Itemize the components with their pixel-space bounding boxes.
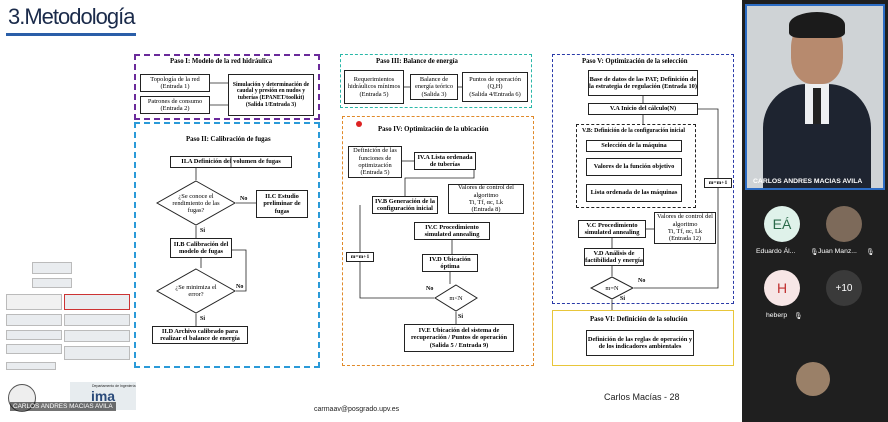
box-2b: II.B Calibración del modelo de fugas <box>170 238 232 258</box>
m-increment-5: m=m+1 <box>704 178 732 188</box>
label-no-1: No <box>240 196 248 202</box>
self-view-avatar[interactable] <box>796 362 830 396</box>
paso-5-title: Paso V: Optimización de la selección <box>582 58 688 65</box>
slide-page-label: Carlos Macías - 28 <box>604 392 680 402</box>
paso-3-title: Paso III: Balance de energía <box>376 58 458 65</box>
decision-error-text: ¿Se minimiza el error? <box>175 284 217 298</box>
thumbnail-caption: CARLOS ANDRES MACIAS AVILA <box>10 402 116 411</box>
speaker-name: CARLOS ANDRES MACIAS AVILA <box>753 178 863 185</box>
box-4b: IV.B Generación de la configuración inic… <box>372 196 438 214</box>
patrones-box: Patrones de consumo (Entrada 2) <box>140 96 210 114</box>
decision-rendimiento: ¿Se conoce el rendimiento de las fugas? <box>156 180 236 226</box>
decision-error: ¿Se minimiza el error? <box>156 268 236 314</box>
thumbnail-diagram <box>6 262 132 374</box>
participant-name-3: heberp <box>766 312 788 319</box>
box-4d: IV.D Ubicación óptima <box>422 254 478 272</box>
mic-muted-icon-3: 🎙 <box>794 313 803 320</box>
paso-6-title: Paso VI: Definición de la solución <box>590 316 688 323</box>
more-participants-button[interactable]: +10 <box>826 270 862 306</box>
box-2d: II.D Archivo calibrado para realizar el … <box>152 326 248 344</box>
mic-muted-icon-2: 🎙 <box>866 249 875 256</box>
participant-initials-1: EÁ <box>772 216 792 232</box>
label-no-2: No <box>236 284 244 290</box>
more-participants-count: +10 <box>835 282 853 294</box>
lista-maquinas-box: Lista ordenada de las máquinas <box>586 184 682 202</box>
label-no-5: No <box>638 278 646 284</box>
label-si-5: Si <box>620 296 626 302</box>
requerimientos-box: Requerimientos hidráulicos mínimos (Entr… <box>344 70 404 104</box>
seleccion-box: Selección de la máquina <box>586 140 682 152</box>
ctrl-5-box: Valores de control del algoritmo Ti, Tf,… <box>654 212 716 244</box>
funcion-box: Valores de la función objetivo <box>586 158 682 176</box>
active-speaker-video[interactable]: CARLOS ANDRES MACIAS AVILA <box>745 4 885 190</box>
box-4e: IV.E Ubicación del sistema de recuperaci… <box>404 324 514 352</box>
mic-muted-icon-1: 🎙 <box>810 249 819 256</box>
paso-6-panel <box>552 310 734 366</box>
participant-avatar-1[interactable]: EÁ <box>764 206 800 242</box>
dept-label: Departamento de Ingeniería <box>92 384 136 388</box>
label-si-4: Si <box>458 314 464 320</box>
topologia-box: Topología de la red (Entrada 1) <box>140 74 210 92</box>
paso-2-panel <box>134 122 320 368</box>
paso-1-title: Paso I: Modelo de la red hidráulica <box>170 58 273 65</box>
speaker-hair <box>789 12 845 38</box>
label-no-4: No <box>426 286 434 292</box>
def-reglas-box: Definición de las reglas de operación y … <box>586 330 694 356</box>
label-si-2: Si <box>200 316 206 322</box>
puntos-box: Puntos de operación (Q,H) (Salida 4/Entr… <box>462 72 528 102</box>
paso-4-panel <box>342 116 534 366</box>
paso-4-title: Paso IV: Optimización de la ubicación <box>378 126 489 133</box>
footer-email[interactable]: carmaav@posgrado.upv.es <box>314 406 400 413</box>
balance-box: Balance de energía teórico (Salida 3) <box>410 74 458 100</box>
ctrl-4-box: Valores de control del algoritmo Ti, Tf,… <box>448 184 524 214</box>
box-5b-title: V.B: Definición de la configuración inic… <box>582 128 685 134</box>
box-5d: V.D Análisis de factibilidad y energía <box>584 248 644 266</box>
box-5a: V.A Inicio del cálculo(N) <box>588 103 698 115</box>
presentation-slide: 3.Metodología Paso I: Modelo de la red h… <box>6 4 734 413</box>
laser-pointer-dot <box>356 121 362 127</box>
def-funciones-box: Definición de las funciones de optimizac… <box>348 146 402 178</box>
paso-3-panel <box>340 54 532 108</box>
box-4c: IV.C Procedimiento simulated annealing <box>414 222 490 240</box>
speaker-tie <box>813 88 821 124</box>
label-si-1: Si <box>200 228 206 234</box>
paso-2-title: Paso II: Calibración de fugas <box>186 136 271 143</box>
db-pat-box: Base de datos de las PAT; Definición de … <box>588 70 698 96</box>
box-5c: V.C Procedimiento simulated annealing <box>578 220 646 238</box>
decision-m-eq-n-text: m=N <box>605 284 619 292</box>
paso-5-panel <box>552 54 734 304</box>
decision-m-lt-n-text: m<N <box>449 294 463 302</box>
box-4a: IV.A Lista ordenada de tuberías <box>414 152 476 170</box>
participant-name-1: Eduardo Ál... <box>756 248 796 255</box>
box-2c: II.C Estudio preliminar de fugas <box>256 190 308 218</box>
m-increment-4: m=m+1 <box>346 252 374 262</box>
title-underline <box>6 33 136 36</box>
participant-initials-3: H <box>776 280 788 296</box>
decision-rendimiento-text: ¿Se conoce el rendimiento de las fugas? <box>172 192 220 214</box>
box-2a: II.A Definición del volumen de fugas <box>170 156 292 168</box>
participant-avatar-3[interactable]: H <box>764 270 800 306</box>
participant-avatar-2[interactable] <box>826 206 862 242</box>
simulacion-box: Simulación y determinación de caudal y p… <box>228 74 314 116</box>
decision-m-eq-n: m=N <box>590 276 634 300</box>
decision-m-lt-n: m<N <box>434 284 478 312</box>
participant-name-2: Juan Manz... <box>818 248 857 255</box>
paso-1-panel <box>134 54 320 120</box>
slide-title: 3.Metodología <box>8 4 135 29</box>
